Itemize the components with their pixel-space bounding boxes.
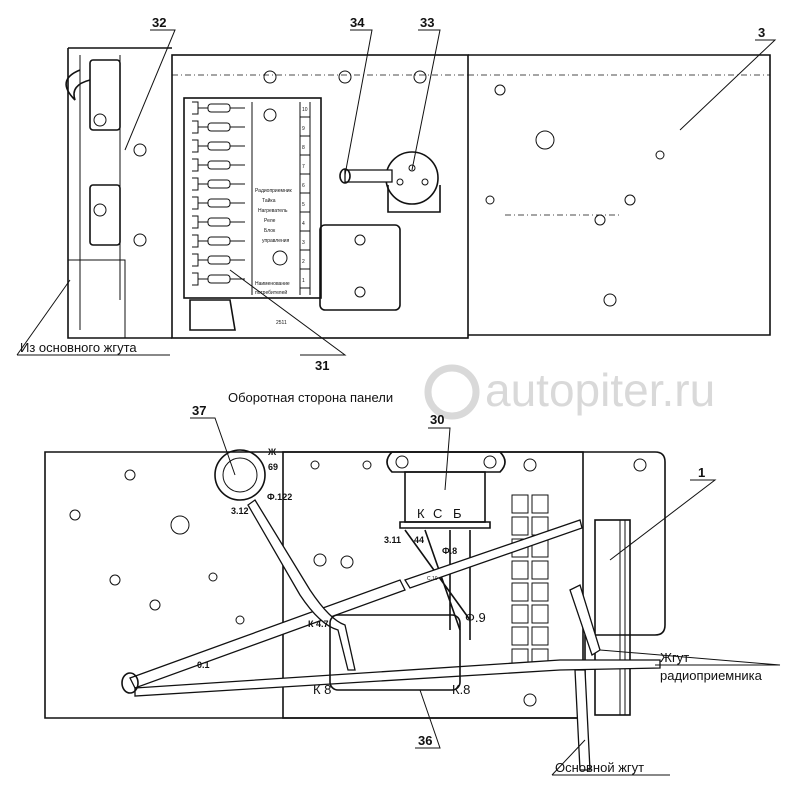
watermark-text: autopiter.ru [485,364,715,416]
wire-mark: К.8 [452,682,470,697]
callout-31: 31 [315,358,329,373]
fuse-box: 10 9 8 7 6 5 4 3 2 1 Радиоприемник Тайка Нагреват… [183,97,322,299]
fuse-slot-number: 8 [302,145,305,151]
wire-mark: 69 [268,462,278,472]
fuse-contact [192,139,245,153]
callout-34: 34 [350,15,365,30]
bottom-callouts: 37 30 1 36 Жгут радиоприемника Основной … [190,403,781,776]
fuse-socket [531,626,549,646]
fuse-slot-number: 10 [302,107,308,113]
fuse-slot-number: 2 [302,259,305,265]
fuse [207,122,231,132]
fuse-slot-number: 6 [302,183,305,189]
fuse-contact [192,253,245,267]
fuse-socket [511,560,529,580]
watermark: autopiter.ru [424,364,715,420]
fuse-contact [192,196,245,210]
fuse-socket [531,494,549,514]
wire-mark: 0.1 [197,660,210,670]
fuse-label: управления [262,238,290,244]
fuse-slot-number: 5 [302,202,305,208]
caption-from-main-harness: Из основного жгута [20,340,137,355]
fuse [207,255,231,265]
fuse-label: Тайка [262,197,276,204]
fuse-contact [192,215,245,229]
fuse-header: Наименование [255,281,290,287]
fuse-socket [511,582,529,602]
fuse-socket [511,516,529,536]
caption-main-harness: Основной жгут [555,760,644,775]
fuse-label: Радиоприемник [255,188,292,194]
fuse-socket [511,604,529,624]
callout-36: 36 [418,733,432,748]
part-number: 2511 [276,320,287,326]
fuse-label: Реле [264,218,276,224]
terminal-k: К [417,506,425,521]
front-panel-view: 10 9 8 7 6 5 4 3 2 1 Радиоприемник Тайка Нагреват… [65,47,771,339]
fuse [207,274,231,284]
wire-mark: 3.12 [231,506,249,516]
callout-30: 30 [430,412,444,427]
wire-mark: С.10 [427,576,438,582]
fuse-contact [192,101,245,115]
wire-mark: К 8 [313,682,331,697]
wire-mark: Ф.9 [465,610,486,625]
fuse [207,160,231,170]
callout-1: 1 [698,465,705,480]
fuse [207,179,231,189]
fuse [207,141,231,151]
fuse-socket [531,560,549,580]
fuse [207,198,231,208]
callout-3: 3 [758,25,765,40]
callout-37: 37 [192,403,206,418]
back-panel-view: Оборотная сторона панели [44,390,666,771]
wire-mark: Ф.122 [267,492,292,502]
fuse-slot-number: 7 [302,164,305,170]
fuse-slot-number: 3 [302,240,305,246]
fuse-label: Блок [264,228,276,234]
wire-mark: Ф.8 [442,546,457,556]
fuse [207,217,231,227]
caption-radio-harness-2: радиоприемника [660,668,763,683]
fuse-slot-number: 9 [302,126,305,132]
wire-mark: К 4.7 [308,619,329,629]
fuse-socket [511,626,529,646]
fuse-contact [192,120,245,134]
caption-radio-harness-1: Жгут [660,650,689,665]
fuse-contact [192,234,245,248]
fuse-contact [192,177,245,191]
fuse-label: Нагреватель [258,208,288,214]
caption-panel-back-side: Оборотная сторона панели [228,390,393,405]
fuse-header: потребителей [255,289,287,296]
fuse-socket [531,582,549,602]
fuse-slot-number: 1 [302,278,305,284]
fuse [207,103,231,113]
fuse [207,236,231,246]
wire-mark: Ж [267,447,277,457]
terminal-b: Б [453,506,462,521]
terminal-s: С [433,506,442,521]
wire-mark: 44 [414,535,424,545]
top-callouts: 32 34 33 3 31 Из основного жгута [16,15,777,373]
fuse-socket [511,494,529,514]
callout-33: 33 [420,15,434,30]
callout-32: 32 [152,15,166,30]
fuse-socket [531,604,549,624]
fuse-slot-number: 4 [302,221,305,227]
fuse-contact [192,158,245,172]
wire-mark: 3.11 [384,535,401,545]
